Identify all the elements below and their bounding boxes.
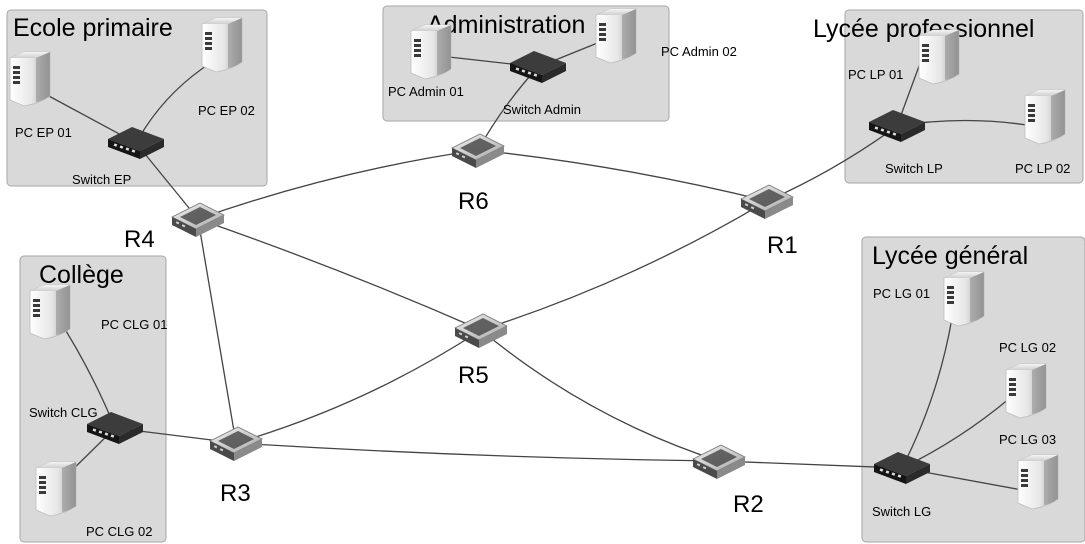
pc-lp-02[interactable] xyxy=(1024,89,1066,145)
label-pc-admin-01: PC Admin 01 xyxy=(388,84,464,99)
pc-lg-01[interactable] xyxy=(943,271,985,327)
router-r6[interactable] xyxy=(451,133,505,169)
label-pc-admin-02: PC Admin 02 xyxy=(661,44,737,59)
zone-title-administration: Administration xyxy=(427,11,585,39)
label-switch-ep: Switch EP xyxy=(72,172,131,187)
link-router-r1-router-r5 xyxy=(480,200,768,331)
router-r1[interactable] xyxy=(740,184,794,220)
label-pc-lp-02: PC LP 02 xyxy=(1015,161,1070,176)
label-pc-lg-03: PC LG 03 xyxy=(999,432,1056,447)
label-pc-clg-01: PC CLG 01 xyxy=(101,317,167,332)
label-router-r1: R1 xyxy=(767,232,798,259)
link-switch-lg-pc-lg-01 xyxy=(901,317,953,469)
label-router-r6: R6 xyxy=(458,188,489,215)
pc-ep-01[interactable] xyxy=(9,51,51,107)
pc-ep-02[interactable] xyxy=(201,17,243,73)
router-r5[interactable] xyxy=(454,313,508,349)
label-switch-admin: Switch Admin xyxy=(503,102,581,117)
label-switch-lp: Switch LP xyxy=(885,161,943,176)
router-r3[interactable] xyxy=(209,426,263,462)
zone-title-college: Collège xyxy=(39,261,124,289)
label-router-r3: R3 xyxy=(220,480,251,507)
link-router-r4-router-r6 xyxy=(197,149,479,220)
label-router-r5: R5 xyxy=(458,362,489,389)
pc-lg-02[interactable] xyxy=(1005,363,1047,419)
link-router-r4-router-r5 xyxy=(197,218,482,331)
label-pc-ep-01: PC EP 01 xyxy=(15,125,72,140)
pc-lg-03[interactable] xyxy=(1017,454,1059,510)
label-pc-lg-02: PC LG 02 xyxy=(999,340,1056,355)
label-pc-lg-01: PC LG 01 xyxy=(873,286,930,301)
label-pc-clg-02: PC CLG 02 xyxy=(86,524,152,539)
pc-admin-02[interactable] xyxy=(595,8,637,64)
label-switch-lg: Switch LG xyxy=(872,504,931,519)
zone-title-lycee-general: Lycée général xyxy=(872,242,1028,270)
zone-title-ecole-primaire: Ecole primaire xyxy=(13,14,173,42)
label-pc-ep-02: PC EP 02 xyxy=(198,103,255,118)
link-router-r4-router-r3 xyxy=(197,218,237,444)
label-router-r2: R2 xyxy=(733,491,764,518)
router-r2[interactable] xyxy=(692,444,746,480)
link-router-r5-router-r2 xyxy=(480,329,720,462)
router-r4[interactable] xyxy=(171,202,225,238)
label-router-r4: R4 xyxy=(124,226,155,253)
link-router-r6-router-r1 xyxy=(477,149,768,202)
link-router-r3-router-r2 xyxy=(235,442,720,462)
link-router-r5-router-r3 xyxy=(235,329,482,444)
pc-admin-01[interactable] xyxy=(410,24,452,80)
pc-clg-01[interactable] xyxy=(29,284,71,340)
label-switch-clg: Switch CLG xyxy=(29,405,98,420)
pc-clg-02[interactable] xyxy=(35,461,77,517)
pc-lp-01[interactable] xyxy=(918,29,960,85)
label-pc-lp-01: PC LP 01 xyxy=(848,67,903,82)
